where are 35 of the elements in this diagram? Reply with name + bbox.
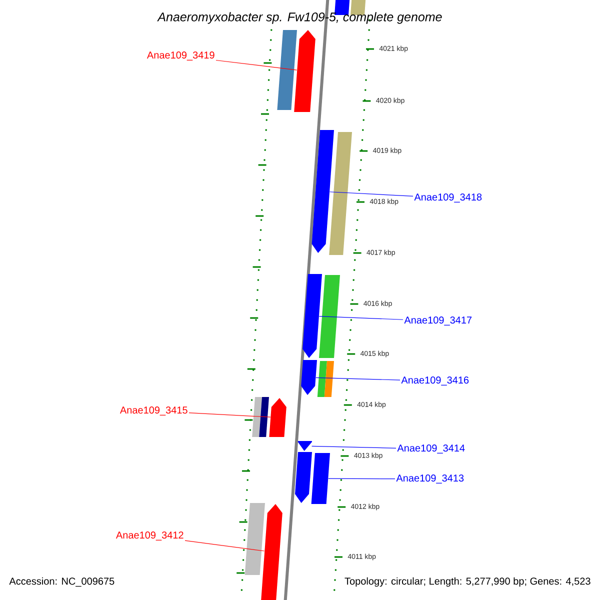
gene-label: Anae109_3418 [414,194,482,202]
gene-label: Anae109_3415 [120,406,188,416]
gene-label: Anae109_3414 [397,444,465,454]
gene-feature [294,30,316,112]
gene-feature [317,361,327,397]
gene-label: Anae109_3417 [404,316,472,326]
gene-feature [269,398,286,437]
gene-feature [324,361,334,397]
gene-feature [244,503,265,575]
footer-text: Topology: circular; Length: 5,277,990 bp; Genes: 4,523 [344,576,592,588]
leader-line [328,478,396,480]
gene-feature [319,275,340,358]
gene-feature [258,504,282,600]
gene-feature [298,441,312,451]
leader-line [184,540,265,552]
gene-feature [312,130,334,253]
gene-feature [301,360,317,395]
gene-label: Anae109_3413 [396,474,464,484]
gene-feature [252,397,262,437]
gene-feature [311,453,330,504]
leader-line [318,316,404,320]
footer-text: Accession: NC_009675 [8,576,116,588]
gene-label: Anae109_3416 [401,376,469,386]
gene-feature [329,132,352,255]
leader-line [188,412,271,418]
leader-line [316,377,400,380]
leader-line [216,60,298,70]
gene-label: Anae109_3412 [116,532,184,540]
leader-line [330,192,414,196]
title: Anaeromyxobacter sp. Fw109-5, complete genome [157,12,442,24]
gene-label: Anae109_3419 [146,52,214,60]
gene-feature [277,30,297,110]
gene-feature [302,274,322,358]
gene-feature [259,397,269,437]
leader-line [312,446,396,448]
